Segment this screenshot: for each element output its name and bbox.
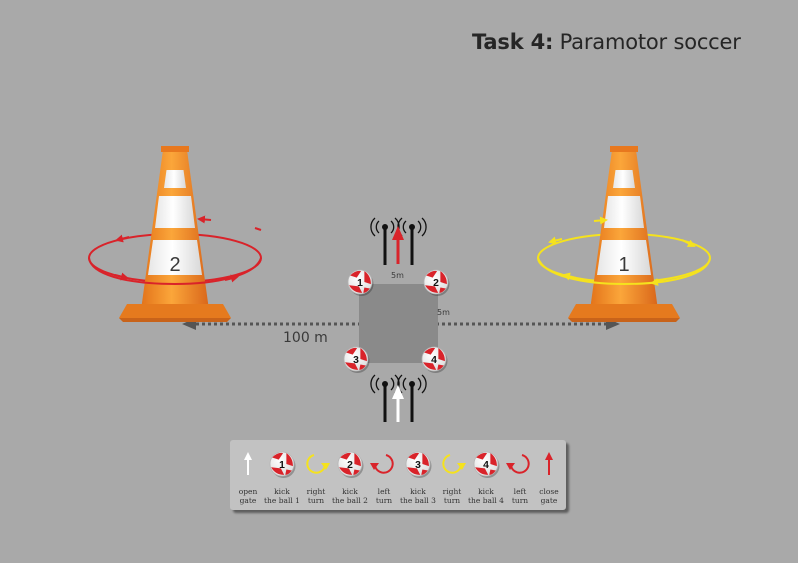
legend-label-line2: turn bbox=[307, 496, 325, 505]
cone-number: 2 bbox=[169, 254, 180, 276]
legend-label-line2: turn bbox=[511, 496, 529, 505]
left-turn-icon bbox=[370, 454, 394, 474]
legend-label-line1: left bbox=[377, 487, 391, 496]
legend-label-line2: the ball 4 bbox=[468, 496, 504, 505]
title-task-number: Task 4: bbox=[472, 30, 554, 54]
legend-label-line2: the ball 3 bbox=[400, 496, 436, 505]
page-title: Task 4: Paramotor soccer bbox=[472, 30, 741, 54]
square-top-side-label: 5m bbox=[391, 271, 404, 280]
distance-label: 100 m bbox=[283, 330, 328, 346]
title-task-name: Paramotor soccer bbox=[553, 30, 741, 54]
close-gate-icon bbox=[545, 452, 553, 475]
soccer-ball-icon: 1 bbox=[269, 451, 296, 478]
ball-number: 3 bbox=[415, 460, 421, 471]
left-turn-icon bbox=[506, 454, 530, 474]
legend-icons: 1 2 3 4 bbox=[244, 451, 553, 478]
gate-top bbox=[370, 217, 427, 265]
close-gate-arrow-icon bbox=[392, 226, 404, 264]
legend-label-line2: the ball 2 bbox=[332, 496, 368, 505]
cone-number: 1 bbox=[618, 254, 629, 276]
ball-number: 4 bbox=[483, 460, 489, 471]
legend-label-line1: left bbox=[513, 487, 527, 496]
legend-label-line2: turn bbox=[443, 496, 461, 505]
cone-1: 1 bbox=[537, 146, 711, 322]
open-gate-icon bbox=[244, 452, 252, 475]
legend-label-line2: turn bbox=[375, 496, 393, 505]
soccer-ball-icon: 3 bbox=[405, 451, 432, 478]
legend-label-line1: open bbox=[238, 487, 258, 496]
legend-label-line1: close bbox=[539, 487, 559, 496]
legend-label-line1: kick bbox=[410, 487, 426, 496]
ball-number: 1 bbox=[357, 278, 363, 289]
soccer-ball-icon: 3 bbox=[343, 346, 370, 373]
ball-number: 3 bbox=[353, 355, 359, 366]
legend-label-line1: kick bbox=[478, 487, 494, 496]
ball-square bbox=[359, 284, 438, 363]
legend-label-line1: right bbox=[442, 487, 462, 496]
legend-label-line1: right bbox=[306, 487, 326, 496]
gate-bottom bbox=[370, 374, 427, 422]
soccer-ball-icon: 4 bbox=[421, 346, 448, 373]
right-turn-icon bbox=[306, 454, 330, 474]
legend-label-line1: kick bbox=[342, 487, 358, 496]
square-right-side-label: 5m bbox=[437, 308, 450, 317]
ball-number: 4 bbox=[431, 355, 437, 366]
soccer-ball-icon: 2 bbox=[337, 451, 364, 478]
ball-number: 1 bbox=[279, 460, 285, 471]
cone-2: 2 bbox=[88, 146, 262, 322]
soccer-ball-icon: 2 bbox=[423, 269, 450, 296]
ball-number: 2 bbox=[433, 278, 439, 289]
legend-label-line1: kick bbox=[274, 487, 290, 496]
legend-label-line2: gate bbox=[239, 496, 257, 505]
ball-number: 2 bbox=[347, 460, 353, 471]
open-gate-arrow-icon bbox=[392, 385, 404, 422]
soccer-ball-icon: 1 bbox=[347, 269, 374, 296]
legend-label-line2: the ball 1 bbox=[264, 496, 300, 505]
right-turn-icon bbox=[442, 454, 466, 474]
soccer-ball-icon: 4 bbox=[473, 451, 500, 478]
legend-label-line2: gate bbox=[540, 496, 558, 505]
